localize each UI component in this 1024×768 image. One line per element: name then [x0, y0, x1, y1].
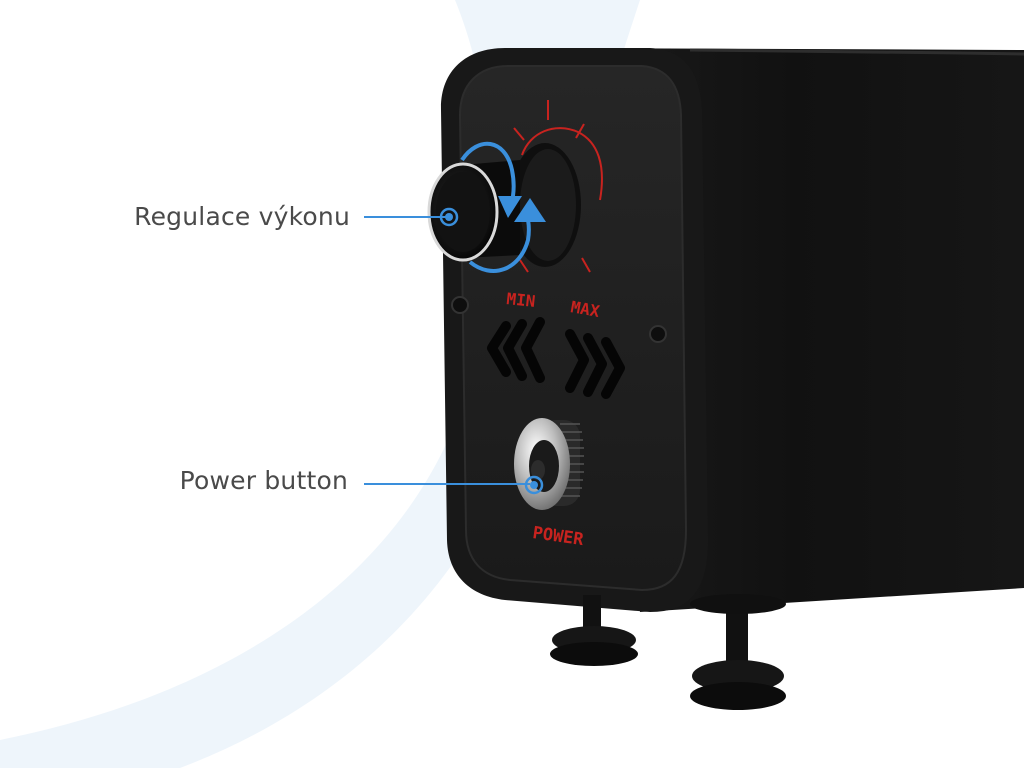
power-button[interactable] — [514, 418, 584, 510]
callout-label-power-button: Power button — [179, 466, 348, 495]
rotate-arrowhead-down-icon — [498, 196, 522, 218]
callout-line-power-regulation — [364, 207, 459, 227]
screw-left — [451, 296, 469, 314]
rotate-arrowhead-up-icon — [514, 198, 546, 222]
callout-line-power-button — [364, 475, 544, 495]
power-regulation-knob[interactable] — [427, 160, 520, 262]
device-foot-front-right — [690, 594, 786, 710]
dial-max-label: MAX — [569, 297, 601, 321]
dial-scale — [513, 100, 603, 273]
dial-min-label: MIN — [506, 289, 537, 311]
vent-chevrons-left-icon — [487, 317, 545, 383]
device-foot-front-left — [550, 595, 638, 666]
screw-right — [649, 325, 667, 343]
vent-chevrons-right-icon — [565, 329, 625, 399]
heater-device: MIN MAX — [427, 48, 1024, 710]
callout-label-power-regulation: Regulace výkonu — [134, 202, 350, 231]
